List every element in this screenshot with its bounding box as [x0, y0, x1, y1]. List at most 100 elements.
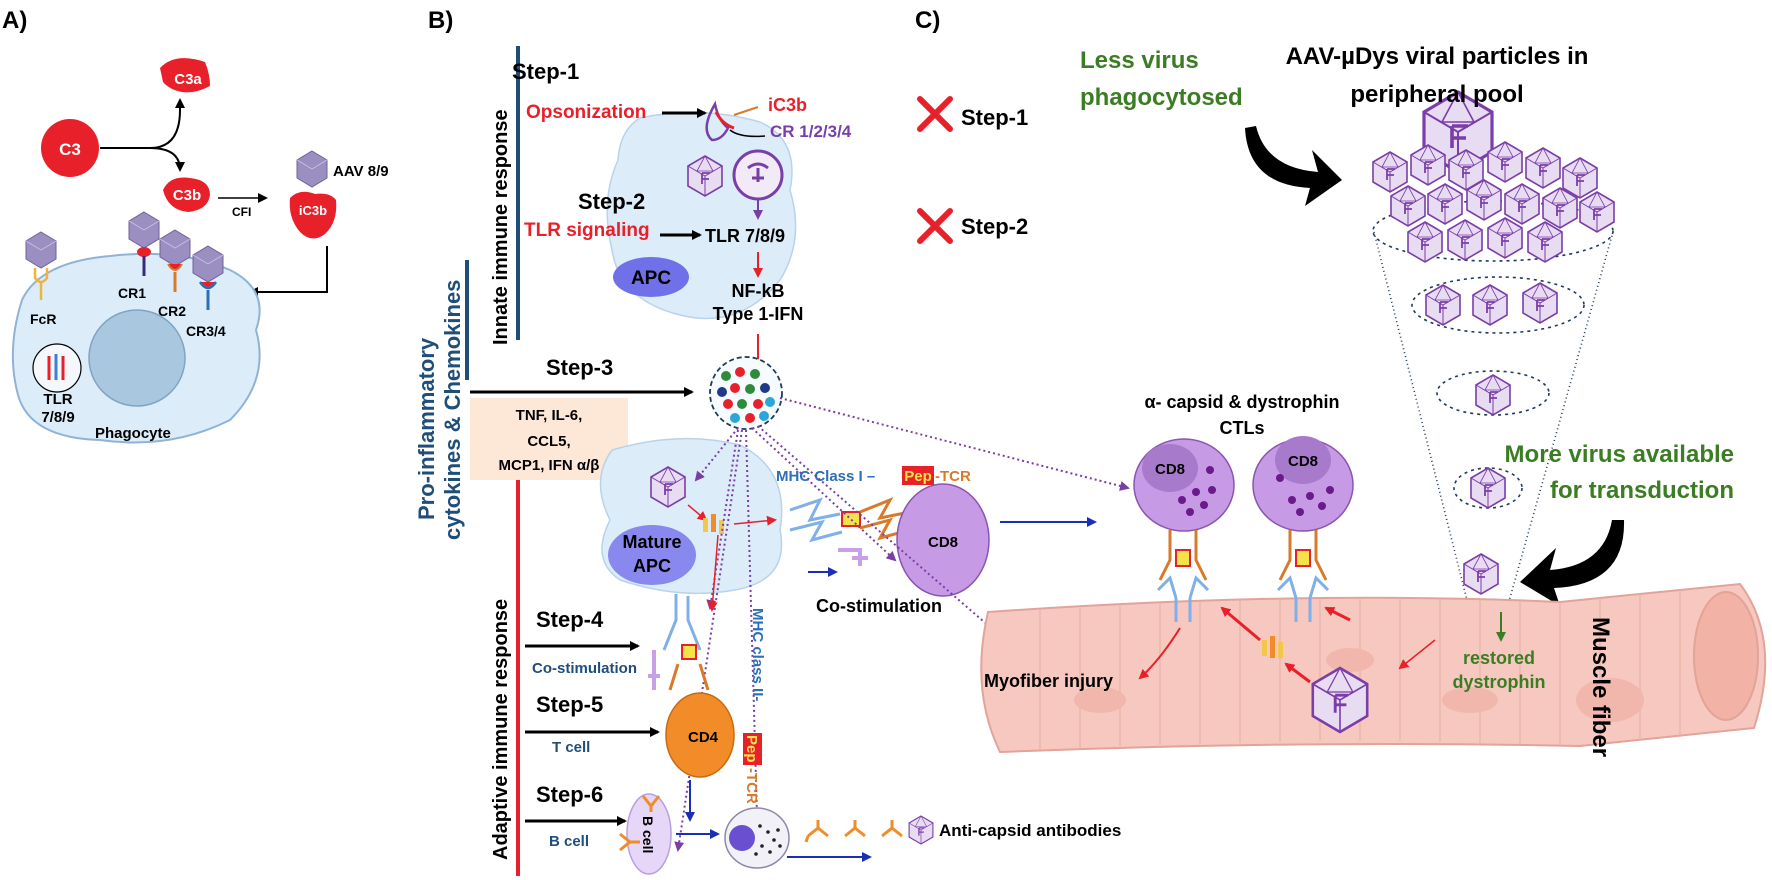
cr1-label: CR1: [118, 285, 146, 301]
ifn-label: Type 1-IFN: [713, 304, 804, 324]
c3-label: C3: [59, 140, 81, 159]
panel-c-label: C): [915, 7, 940, 34]
tlr789-label: TLR 7/8/9: [705, 226, 785, 246]
antibody-icons: [804, 820, 903, 843]
ctl-cd8-label-1: CD8: [1155, 461, 1185, 478]
proinflam-label-1: Pro-inflammatory: [414, 337, 439, 520]
mhc2-tcr-complex: [648, 594, 710, 691]
proinflam-label-2: cytokines & Chemokines: [440, 280, 465, 540]
cd8-cell-b: [896, 483, 990, 597]
step3-label: Step-3: [546, 355, 613, 380]
cr34-label: CR3/4: [186, 323, 226, 339]
c3a-blob: C3a: [160, 58, 210, 93]
muscle-peptides: [1262, 636, 1283, 658]
mature-apc-label-2: APC: [633, 556, 671, 576]
c3-to-c3b-arrow: [149, 147, 185, 172]
more-virus-label-2: for transduction: [1550, 477, 1734, 504]
ic3b-label: iC3b: [299, 203, 327, 218]
tcr-label: -TCR: [935, 468, 971, 485]
mhc2-label: MHC class II-: [749, 608, 766, 701]
ic3b-label-b: iC3b: [768, 95, 807, 115]
blocked-step2-label: Step-2: [961, 214, 1028, 239]
tcell-label: T cell: [552, 739, 590, 756]
restored-label-2: dystrophin: [1453, 672, 1546, 692]
c3-to-c3a-arrow: [100, 98, 185, 149]
cr34-receptor: CR3/4: [186, 245, 226, 339]
ctl-cell-2: CD8: [1252, 436, 1354, 622]
costim-label: Co-stimulation: [816, 596, 942, 616]
less-virus-label-2: phagocytosed: [1080, 84, 1243, 111]
c3b-label: C3b: [173, 187, 201, 204]
panel-a-label: A): [2, 7, 27, 34]
cytokine-granule: [709, 356, 783, 430]
tlr-label: TLR: [43, 391, 72, 408]
panel-b-label: B): [428, 7, 453, 34]
aav-capsid-icon: [296, 150, 328, 188]
ctl-cell-1: CD8: [1133, 438, 1235, 622]
innate-label: Innate immune response: [490, 109, 512, 345]
tlr-num-label: 7/8/9: [41, 409, 74, 426]
c3-blob: C3: [41, 119, 99, 177]
apc-oval: [613, 257, 689, 297]
panel-b: B) Innate immune response Pro-inflammato…: [414, 7, 1494, 876]
cytokine-box: [470, 398, 628, 480]
muscle-fiber: [980, 582, 1767, 754]
tlr-signaling-label: TLR signaling: [524, 220, 650, 241]
panel-c: C) Step-1 Step-2 Less virus phagocytosed…: [915, 7, 1767, 757]
mhc2-tcr-label: -TCR: [743, 768, 760, 804]
ic3b-blob: iC3b: [289, 191, 337, 239]
mhc2-pep-badge: [743, 733, 762, 765]
ctl-cd8-label-2: CD8: [1288, 453, 1318, 470]
apc-label: APC: [631, 268, 671, 289]
mhc1-label: MHC Class I –: [776, 468, 875, 485]
cr1-receptor: CR1: [118, 211, 160, 301]
cr2-label: CR2: [158, 303, 186, 319]
bcell-label: B cell: [640, 816, 656, 853]
adaptive-label: Adaptive immune response: [490, 599, 512, 860]
costim-small-label: Co-stimulation: [532, 660, 637, 677]
ctl-label-1: α- capsid & dystrophin: [1144, 392, 1339, 412]
restored-label-1: restored: [1463, 648, 1535, 668]
nucleus: [88, 309, 186, 407]
panel-a: A) C3 C3a C3b CFI AAV 8/9 iC3b: [2, 7, 389, 444]
cd8-label-b: CD8: [928, 534, 958, 551]
fcr-receptor: FcR: [25, 231, 57, 327]
phagocyte-label: Phagocyte: [95, 425, 171, 442]
myofiber-injury-label: Myofiber injury: [984, 671, 1113, 691]
step1-label: Step-1: [512, 59, 579, 84]
c3a-label: C3a: [174, 71, 202, 88]
step5-label: Step-5: [536, 692, 603, 717]
step6-label: Step-6: [536, 782, 603, 807]
pep-label: Pep: [904, 468, 932, 485]
antibodies-label: Anti-capsid antibodies: [939, 821, 1121, 840]
cd4-label: CD4: [688, 729, 719, 746]
less-virus-label-1: Less virus: [1080, 47, 1199, 74]
step1-blocked: Step-1: [917, 96, 1028, 132]
cytokine-line-1: TNF, IL-6,: [516, 407, 583, 424]
ic3b-to-phagocyte-arrow: [248, 246, 328, 297]
aav-label: AAV 8/9: [333, 163, 389, 180]
pep-badge: [902, 466, 934, 485]
phagocyte-cell: TLR 7/8/9 Phagocyte: [11, 252, 261, 444]
curved-arrow-bottom: [1520, 520, 1625, 606]
step2-blocked: Step-2: [917, 208, 1028, 244]
fcr-label: FcR: [30, 311, 56, 327]
step4-label: Step-4: [536, 607, 604, 632]
peptide-fragments: [703, 514, 724, 534]
cd4-cell: [665, 692, 735, 778]
cr2-receptor: CR2: [158, 229, 191, 319]
aav-title-1: AAV-µDys viral particles in: [1286, 43, 1589, 70]
plasma-cell: [724, 807, 790, 869]
bcell: [626, 793, 672, 875]
mature-apc-label-1: Mature: [622, 532, 681, 552]
opsonization-label: Opsonization: [526, 102, 646, 123]
mhc1-tcr-complex: [789, 497, 911, 566]
bcell-small-label: B cell: [549, 833, 589, 850]
cfi-label: CFI: [232, 205, 251, 219]
curved-arrow-top: [1245, 126, 1342, 206]
cr-label: CR 1/2/3/4: [770, 122, 852, 141]
aav-title-2: peripheral pool: [1350, 81, 1523, 108]
cytokine-line-3: MCP1, IFN α/β: [499, 457, 600, 474]
more-virus-label-1: More virus available: [1505, 441, 1734, 468]
